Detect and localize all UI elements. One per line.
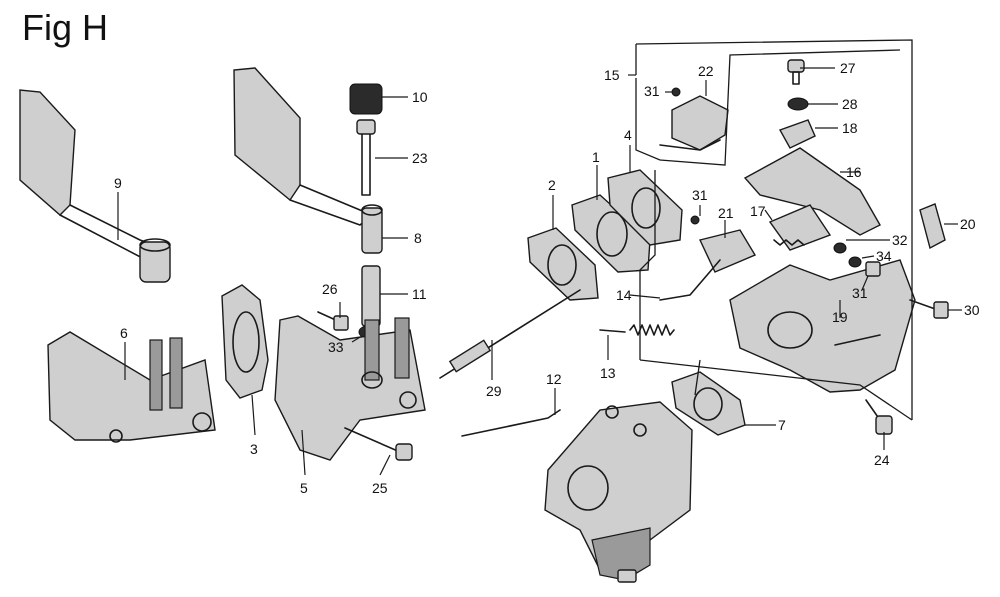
part-11-pin (361, 265, 381, 327)
callout-34: 33 (328, 339, 344, 355)
callout-30: 30 (964, 302, 980, 318)
callout-24: 24 (874, 452, 890, 468)
callout-18: 18 (842, 120, 858, 136)
callout-6: 6 (120, 325, 128, 341)
callout-19: 19 (832, 309, 848, 325)
part-3-gasket (221, 284, 269, 399)
part-27-screw (787, 59, 805, 85)
callout-22: 22 (698, 63, 714, 79)
figure-title: Fig H (22, 7, 109, 48)
part-13-spring (599, 324, 675, 336)
part-2-gasket (527, 227, 599, 301)
part-19-bracket (729, 259, 916, 393)
part-5-intake (274, 315, 426, 461)
part-24-bolt (865, 399, 893, 435)
part-12-rod (461, 409, 561, 437)
callout-3: 3 (250, 441, 258, 457)
assembly-frame-15 (635, 39, 913, 421)
callout-7: 7 (778, 417, 786, 433)
callout-28: 28 (842, 96, 858, 112)
part-1-spacer (571, 194, 651, 273)
part-23-bolt (356, 119, 376, 196)
part-31-screw-upper (671, 87, 681, 97)
callout-27: 27 (840, 60, 856, 76)
part-22-solenoid (659, 95, 729, 151)
callout-14: 14 (616, 287, 632, 303)
part-14-wire (659, 259, 721, 301)
callout-26: 26 (322, 281, 338, 297)
callout-10: 10 (412, 89, 428, 105)
callout-20: 20 (960, 216, 976, 232)
part-31-screw-lower (690, 215, 700, 225)
callout-5: 5 (300, 480, 308, 496)
callout-16: 16 (846, 164, 862, 180)
part-32-screw (865, 261, 881, 277)
carburetor (544, 401, 693, 583)
callout-1: 1 (592, 149, 600, 165)
callout-4: 4 (624, 127, 632, 143)
callout-15: 15 (604, 67, 620, 83)
callout-12: 12 (546, 371, 562, 387)
callout-11: 11 (412, 286, 427, 302)
part-26-bolt (317, 311, 349, 331)
part-29-stud (439, 289, 581, 379)
callout-29: 29 (486, 383, 502, 399)
callout-33: 32 (892, 232, 908, 248)
callout-31-upper: 31 (644, 83, 660, 99)
callout-31-lower: 31 (692, 187, 708, 203)
part-35-washer (848, 256, 862, 268)
part-20-clip (919, 203, 946, 250)
part-9-plate-lever (19, 89, 171, 283)
part-4-gasket (607, 169, 683, 246)
part-30-bolt (909, 299, 949, 319)
part-17-spring-plate (768, 204, 832, 251)
part-18-arm (778, 119, 816, 149)
part-8-lever (233, 67, 383, 254)
part-28-washer (787, 97, 809, 111)
callout-21: 21 (718, 205, 734, 221)
callout-17: 17 (750, 203, 766, 219)
callout-9: 9 (114, 175, 122, 191)
part-33-washer (833, 242, 847, 254)
part-6-bracket (47, 331, 216, 443)
callout-23: 23 (412, 150, 428, 166)
callout-35: 34 (876, 248, 892, 264)
callout-25: 25 (372, 480, 388, 496)
part-10-cap (349, 83, 383, 115)
callout-labels: 9 10 23 8 11 26 33 6 3 5 25 29 12 13 2 1… (114, 60, 980, 496)
leader-lines (117, 67, 962, 476)
part-16-lever-plate (743, 147, 881, 236)
callout-32: 31 (852, 285, 868, 301)
callout-13: 13 (600, 365, 616, 381)
callout-8: 8 (414, 230, 422, 246)
part-21-switch (699, 229, 757, 273)
part-25-bolt (344, 427, 413, 461)
callout-2: 2 (548, 177, 556, 193)
